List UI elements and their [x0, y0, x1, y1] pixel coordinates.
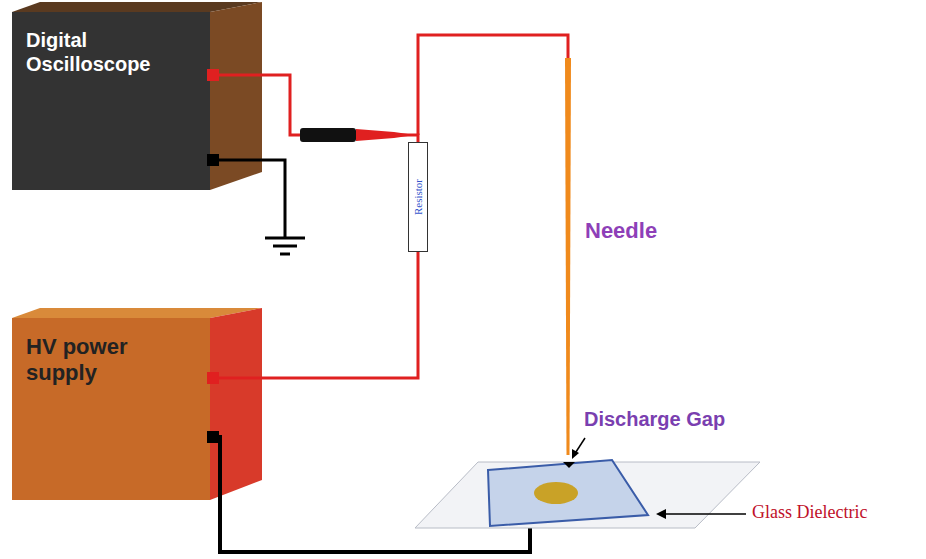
ground-wire	[216, 160, 285, 238]
wire	[210, 75, 418, 142]
ground-symbol	[273, 245, 297, 248]
resistor-symbol: Resistor	[408, 142, 428, 252]
device-label: Digital Oscilloscope	[26, 28, 176, 76]
probe-tip	[356, 129, 415, 141]
hv-front	[12, 318, 210, 500]
needle-wire	[418, 35, 568, 135]
callout-label: Discharge Gap	[584, 408, 725, 431]
device-label: HV power supply	[26, 334, 151, 387]
terminal-black	[207, 154, 219, 166]
scope-front	[12, 12, 210, 190]
needle-tip-marker	[563, 462, 575, 468]
terminal-red	[207, 69, 219, 81]
leader-arrowhead	[572, 449, 579, 459]
leader-line	[664, 513, 746, 515]
ground-symbol	[265, 237, 305, 240]
wire	[210, 252, 418, 378]
terminal-red	[207, 372, 219, 384]
leader-arrowhead	[656, 509, 666, 519]
electrode-plate	[488, 460, 648, 526]
needle	[565, 58, 571, 455]
callout-label: Needle	[585, 218, 657, 244]
ground-symbol	[280, 253, 290, 256]
hv-side	[210, 308, 262, 500]
component-label: Resistor	[413, 179, 424, 215]
device-box: Digital Oscilloscope	[12, 12, 210, 190]
probe-body	[300, 128, 356, 142]
callout-label: Glass Dielectric	[752, 502, 867, 523]
electrode-dot	[534, 482, 578, 504]
device-box: HV power supply	[12, 318, 210, 500]
terminal-black	[207, 431, 219, 443]
